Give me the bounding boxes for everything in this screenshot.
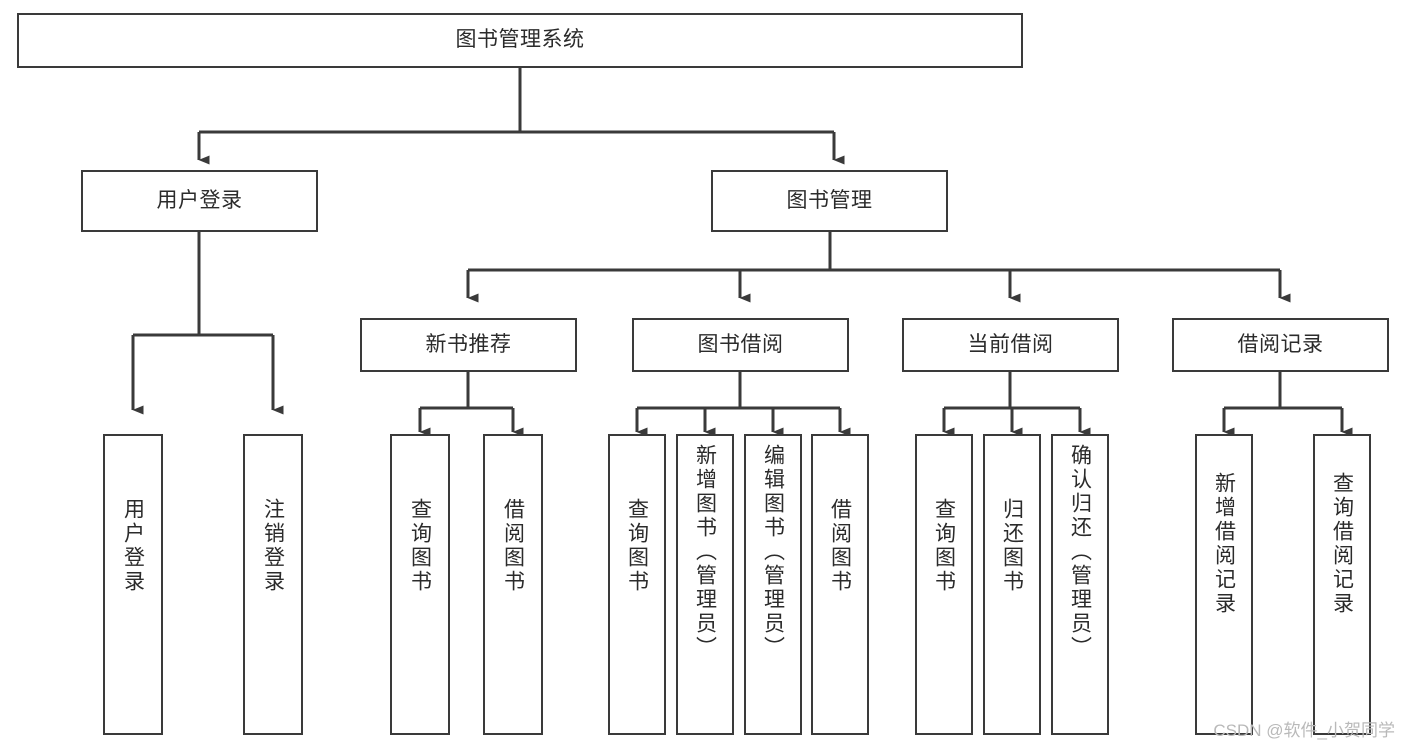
- leaf-borrow-query-book[interactable]: 查询图书: [608, 434, 666, 735]
- node-root-label: 图书管理系统: [455, 28, 585, 52]
- leaf-current-query-book-label: 查询图书: [932, 498, 956, 594]
- leaf-current-confirm-return-admin[interactable]: 确认归还（管理员）: [1051, 434, 1109, 735]
- leaf-record-query-record[interactable]: 查询借阅记录: [1313, 434, 1371, 735]
- leaf-user-login-login[interactable]: 用户登录: [103, 434, 163, 735]
- leaf-current-return-book[interactable]: 归还图书: [983, 434, 1041, 735]
- leaf-borrow-borrow-book[interactable]: 借阅图书: [811, 434, 869, 735]
- leaf-borrow-add-book-admin-label: 新增图书（管理员）: [693, 444, 717, 660]
- leaf-recommend-query-book-label: 查询图书: [408, 498, 432, 594]
- watermark: CSDN @软件_小贺同学: [1213, 721, 1395, 740]
- node-borrow-record-label: 借阅记录: [1237, 332, 1324, 356]
- node-new-book-recommend-label: 新书推荐: [425, 332, 512, 356]
- leaf-user-login-logout[interactable]: 注销登录: [243, 434, 303, 735]
- leaf-recommend-query-book[interactable]: 查询图书: [390, 434, 450, 735]
- node-user-login-label: 用户登录: [156, 188, 243, 212]
- leaf-current-return-book-label: 归还图书: [1000, 498, 1024, 594]
- node-user-login[interactable]: 用户登录: [81, 170, 318, 232]
- leaf-borrow-edit-book-admin[interactable]: 编辑图书（管理员）: [744, 434, 802, 735]
- node-book-borrow[interactable]: 图书借阅: [632, 318, 849, 372]
- leaf-recommend-borrow-book-label: 借阅图书: [501, 498, 525, 594]
- leaf-recommend-borrow-book[interactable]: 借阅图书: [483, 434, 543, 735]
- leaf-record-add-record[interactable]: 新增借阅记录: [1195, 434, 1253, 735]
- leaf-current-query-book[interactable]: 查询图书: [915, 434, 973, 735]
- node-root[interactable]: 图书管理系统: [17, 13, 1023, 68]
- node-book-management[interactable]: 图书管理: [711, 170, 948, 232]
- leaf-user-login-logout-label: 注销登录: [261, 498, 285, 594]
- node-borrow-record[interactable]: 借阅记录: [1172, 318, 1389, 372]
- leaf-current-confirm-return-admin-label: 确认归还（管理员）: [1068, 444, 1092, 660]
- node-book-management-label: 图书管理: [786, 188, 873, 212]
- leaf-user-login-login-label: 用户登录: [121, 498, 145, 594]
- leaf-record-query-record-label: 查询借阅记录: [1330, 472, 1354, 616]
- leaf-record-add-record-label: 新增借阅记录: [1212, 472, 1236, 616]
- node-book-borrow-label: 图书借阅: [697, 332, 784, 356]
- node-new-book-recommend[interactable]: 新书推荐: [360, 318, 577, 372]
- leaf-borrow-edit-book-admin-label: 编辑图书（管理员）: [761, 444, 785, 660]
- leaf-borrow-borrow-book-label: 借阅图书: [828, 498, 852, 594]
- node-current-borrow-label: 当前借阅: [967, 332, 1054, 356]
- node-current-borrow[interactable]: 当前借阅: [902, 318, 1119, 372]
- leaf-borrow-add-book-admin[interactable]: 新增图书（管理员）: [676, 434, 734, 735]
- leaf-borrow-query-book-label: 查询图书: [625, 498, 649, 594]
